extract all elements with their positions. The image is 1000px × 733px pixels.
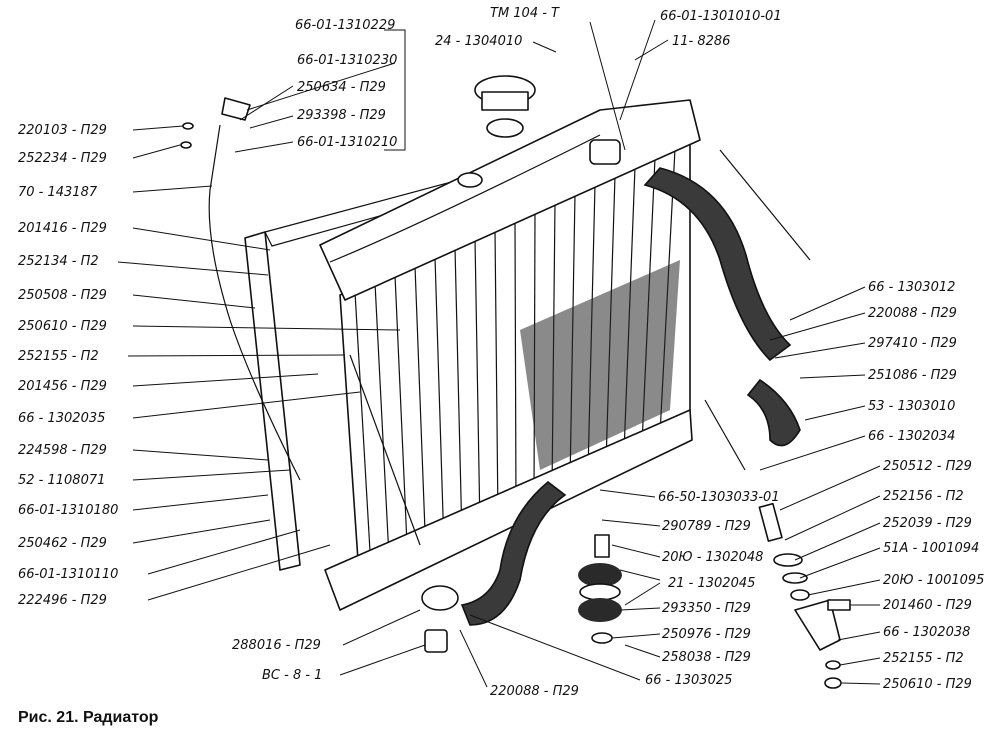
label-201416: 201416 - П29 [18, 221, 107, 236]
label-250462: 250462 - П29 [18, 536, 107, 551]
label-70-143187: 70 - 143187 [18, 185, 98, 200]
label-251086: 251086 - П29 [868, 368, 957, 383]
label-20u-1302048: 20Ю - 1302048 [662, 550, 763, 565]
label-293350: 293350 - П29 [662, 601, 751, 616]
label-252134: 252134 - П2 [18, 254, 99, 269]
label-66-01-1310180: 66-01-1310180 [18, 503, 118, 518]
label-250512: 250512 - П29 [883, 459, 972, 474]
label-250976: 250976 - П29 [662, 627, 751, 642]
label-bc81: ВС - 8 - 1 [262, 668, 322, 683]
label-224598: 224598 - П29 [18, 443, 107, 458]
label-66-01-1301010-01: 66-01-1301010-01 [660, 9, 782, 24]
label-252234: 252234 - П29 [18, 151, 107, 166]
label-252155-right: 252155 - П2 [883, 651, 964, 666]
label-52-1108071: 52 - 1108071 [18, 473, 105, 488]
label-53-1303010: 53 - 1303010 [868, 399, 955, 414]
figure-caption: Рис. 21. Радиатор [18, 709, 159, 726]
part-labels: 66-01-1310229 ТМ 104 - Т 66-01-1301010-0… [18, 6, 984, 699]
label-220088-right: 220088 - П29 [868, 306, 957, 321]
label-293398: 293398 - П29 [297, 108, 386, 123]
label-201456: 201456 - П29 [18, 379, 107, 394]
label-11-8286: 11- 8286 [672, 34, 730, 49]
label-220103: 220103 - П29 [18, 123, 107, 138]
label-297410: 297410 - П29 [868, 336, 957, 351]
label-250508: 250508 - П29 [18, 288, 107, 303]
label-24-1304010: 24 - 1304010 [435, 34, 522, 49]
label-66-1302035: 66 - 1302035 [18, 411, 105, 426]
label-66-50-1303033-01: 66-50-1303033-01 [658, 490, 780, 505]
upper-hose [643, 167, 792, 362]
radiator-illustration [180, 75, 851, 689]
label-252039: 252039 - П29 [883, 516, 972, 531]
label-66-01-1310110: 66-01-1310110 [18, 567, 118, 582]
leader-lines [117, 19, 881, 688]
label-222496: 222496 - П29 [18, 593, 107, 608]
label-290789: 290789 - П29 [662, 519, 751, 534]
label-66-1302038: 66 - 1302038 [883, 625, 970, 640]
label-252156: 252156 - П2 [883, 489, 964, 504]
drain-cock [424, 629, 448, 653]
label-66-1303025: 66 - 1303025 [645, 673, 732, 688]
lower-hose [460, 480, 567, 626]
label-201460: 201460 - П29 [883, 598, 972, 613]
label-21-1302045: 21 - 1302045 [668, 576, 755, 591]
label-20u-1001095: 20Ю - 1001095 [883, 573, 984, 588]
label-66-1302034: 66 - 1302034 [868, 429, 955, 444]
label-tm104t: ТМ 104 - Т [490, 6, 560, 21]
label-66-01-1310229: 66-01-1310229 [295, 18, 395, 33]
label-66-1303012: 66 - 1303012 [868, 280, 955, 295]
bottom-tank [324, 409, 693, 611]
label-250610-left: 250610 - П29 [18, 319, 107, 334]
label-258038: 258038 - П29 [662, 650, 751, 665]
label-66-01-1310210: 66-01-1310210 [297, 135, 397, 150]
label-66-01-1310230: 66-01-1310230 [297, 53, 397, 68]
label-220088-bottom: 220088 - П29 [490, 684, 579, 699]
label-250634: 250634 - П29 [297, 80, 386, 95]
label-288016: 288016 - П29 [232, 638, 321, 653]
label-252155-left: 252155 - П2 [18, 349, 99, 364]
label-51a-1001094: 51А - 1001094 [883, 541, 979, 556]
label-250610-right: 250610 - П29 [883, 677, 972, 692]
